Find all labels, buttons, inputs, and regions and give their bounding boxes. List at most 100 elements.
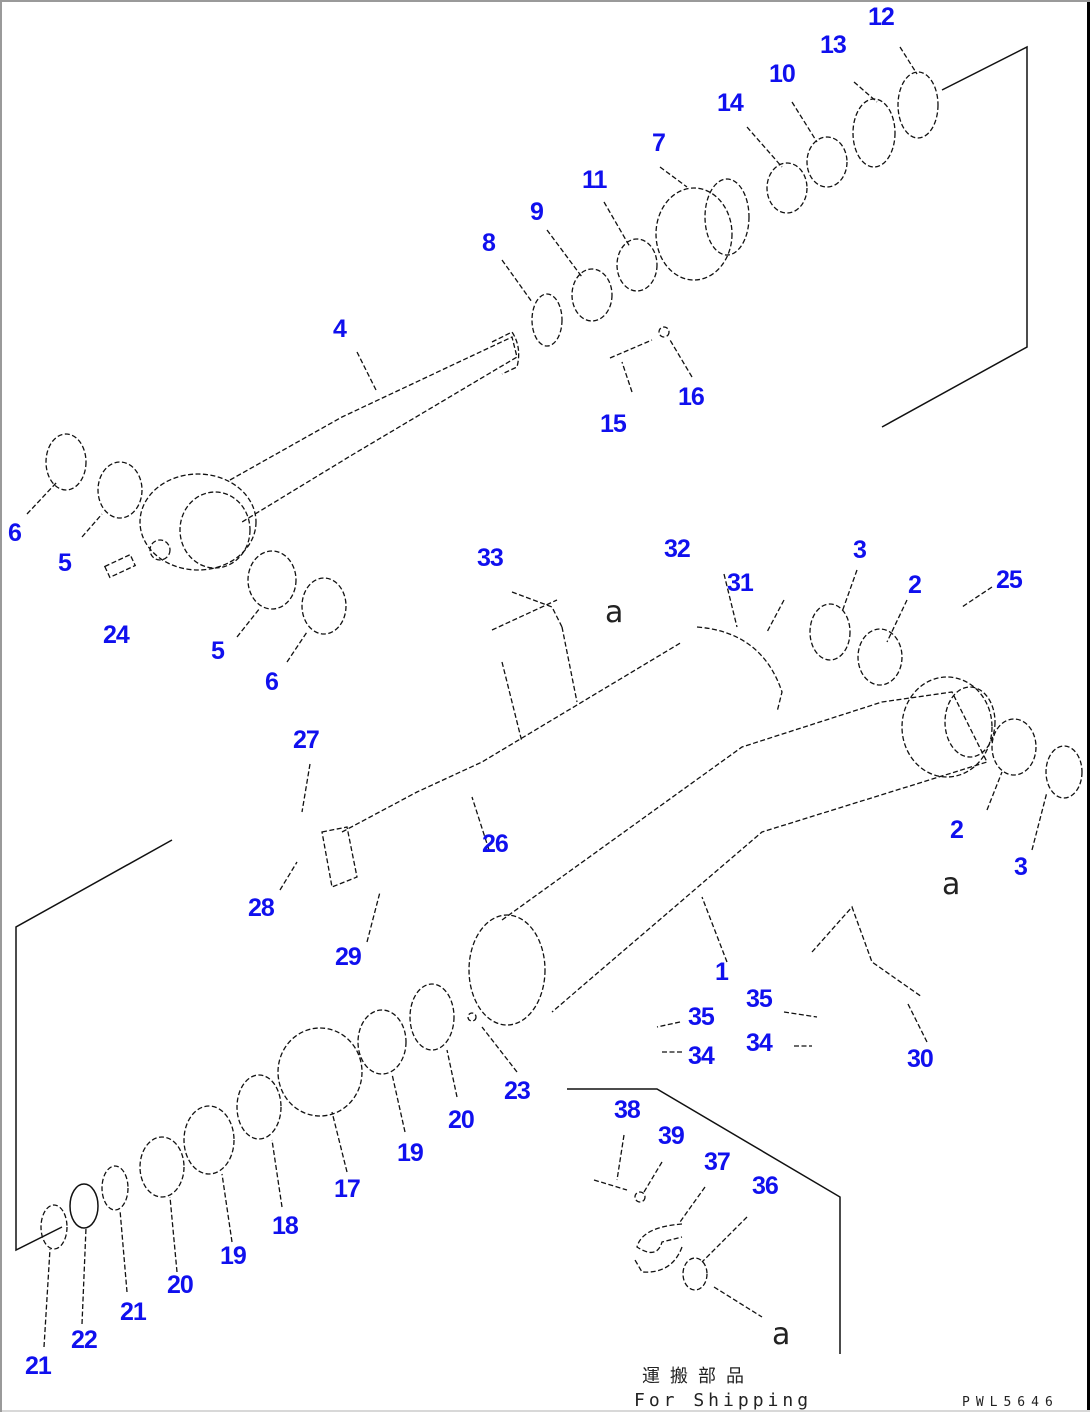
piston-rod — [139, 331, 520, 571]
part-20-lower — [139, 1136, 185, 1198]
callout-23: 23 — [504, 1077, 531, 1105]
callout-28: 28 — [248, 894, 275, 922]
part-30-bracket — [811, 905, 923, 998]
callout-32: 32 — [664, 535, 691, 563]
frame-shipping — [567, 1088, 841, 1354]
callout-22: 22 — [71, 1326, 98, 1354]
callout-12: 12 — [868, 3, 895, 31]
callout-27: 27 — [293, 726, 320, 754]
part-31-clamp — [696, 626, 783, 713]
callout-19-lower: 19 — [220, 1242, 247, 1270]
callout-4: 4 — [333, 315, 347, 343]
part-24-grease-fitting — [103, 553, 137, 579]
callout-5-upper: 5 — [58, 549, 72, 577]
callout-8: 8 — [482, 229, 496, 257]
part-20-upper — [409, 983, 455, 1051]
part-2-upper — [857, 628, 903, 686]
part-12 — [897, 71, 939, 139]
part-17-piston — [277, 1027, 363, 1117]
part-23-screw — [467, 1012, 477, 1022]
callout-21-upper: 21 — [120, 1298, 147, 1326]
callout-18: 18 — [272, 1212, 299, 1240]
shipping-caption-jp: 運搬部品 — [642, 1366, 754, 1387]
callout-37: 37 — [704, 1148, 731, 1176]
part-5-upper — [97, 461, 143, 519]
part-7-cylinder-head-body — [704, 178, 750, 256]
part-26-flange — [321, 826, 358, 888]
view-ref-a-top: a — [605, 595, 624, 630]
callout-10: 10 — [769, 60, 796, 88]
right-border — [1087, 2, 1090, 1412]
callout-24: 24 — [103, 621, 130, 649]
callout-7: 7 — [652, 129, 666, 157]
callout-30: 30 — [907, 1045, 934, 1073]
callout-20-lower: 20 — [167, 1271, 194, 1299]
callout-16: 16 — [678, 383, 705, 411]
callout-17: 17 — [334, 1175, 361, 1203]
callout-3-upper: 3 — [853, 536, 867, 564]
callout-21-lower: 21 — [25, 1352, 52, 1380]
part-37-clamp — [636, 1223, 683, 1254]
part-13 — [852, 98, 896, 168]
callout-34-left: 34 — [688, 1042, 715, 1070]
part-26-pipe — [341, 641, 683, 833]
part-5-lower — [247, 550, 297, 610]
part-9 — [571, 268, 613, 322]
part-37-clamp-2 — [634, 1246, 683, 1273]
bottom-border — [2, 1410, 1090, 1412]
callout-26: 26 — [482, 830, 509, 858]
shipping-caption-en: For Shipping — [634, 1390, 813, 1411]
part-7-cylinder-head — [655, 187, 733, 281]
part-33-hoses — [491, 599, 578, 743]
callout-19-upper: 19 — [397, 1139, 424, 1167]
part-39 — [634, 1191, 646, 1203]
callout-6-upper: 6 — [8, 519, 22, 547]
callout-36: 36 — [752, 1172, 779, 1200]
part-3-lower — [1045, 745, 1083, 799]
part-21-upper — [101, 1165, 129, 1211]
part-14 — [766, 162, 808, 214]
cylinder-tube — [468, 676, 996, 1026]
callout-35-left: 35 — [688, 1003, 715, 1031]
callout-11: 11 — [582, 166, 607, 194]
part-3-upper — [809, 603, 851, 661]
callout-31: 31 — [727, 569, 754, 597]
callout-38: 38 — [614, 1096, 641, 1124]
callout-6-lower: 6 — [265, 668, 279, 696]
callout-3-lower: 3 — [1014, 853, 1028, 881]
part-18 — [236, 1074, 282, 1140]
part-16-washer — [658, 326, 670, 338]
part-6-lower — [301, 577, 347, 635]
callout-9: 9 — [530, 198, 544, 226]
frame-bottom-left — [15, 839, 173, 1252]
callout-20-upper: 20 — [448, 1106, 475, 1134]
view-ref-a-bottom: a — [772, 1317, 791, 1352]
frame-top-right — [881, 45, 1028, 428]
callout-29: 29 — [335, 943, 362, 971]
callout-2-lower: 2 — [950, 816, 964, 844]
callout-35-right: 35 — [746, 985, 773, 1013]
part-10 — [806, 136, 848, 188]
part-22 — [69, 1183, 99, 1229]
part-21-lower — [40, 1204, 68, 1250]
leader-lines — [26, 46, 1048, 1348]
part-36 — [682, 1257, 708, 1291]
callout-15: 15 — [600, 410, 627, 438]
part-38-pin — [593, 1179, 628, 1191]
part-19-upper — [357, 1009, 407, 1075]
callout-13: 13 — [820, 31, 847, 59]
part-15-bolt — [609, 339, 653, 359]
callout-25: 25 — [996, 566, 1023, 594]
callout-5-lower: 5 — [211, 637, 225, 665]
part-8-ring — [531, 293, 563, 347]
part-2-lower — [991, 718, 1037, 776]
callout-39: 39 — [658, 1122, 685, 1150]
callout-1: 1 — [715, 958, 729, 986]
drawing-code: PWL5646 — [962, 1395, 1059, 1410]
callout-33: 33 — [477, 544, 504, 572]
part-6-upper — [45, 433, 87, 491]
callout-2-upper: 2 — [908, 571, 922, 599]
part-11 — [616, 238, 658, 292]
